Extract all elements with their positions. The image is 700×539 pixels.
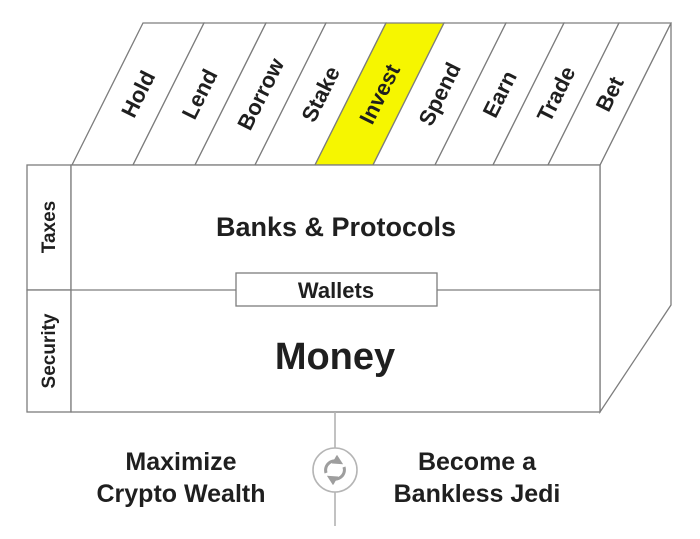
security-cell <box>26 289 72 413</box>
security-label: Security <box>39 313 60 388</box>
sync-icon <box>324 454 346 486</box>
taxes-label: Taxes <box>39 201 60 253</box>
sync-icon-circle <box>312 447 358 493</box>
banks-protocols-label: Banks & Protocols <box>216 212 456 242</box>
sync-icon-bottom-arrow <box>326 466 346 486</box>
taxes-cell <box>26 164 72 291</box>
sync-icon-top-arrow <box>324 454 344 474</box>
wallets-box <box>235 272 438 307</box>
footer-left-line2: Crypto Wealth <box>97 480 266 508</box>
footer-left-line1: Maximize <box>125 448 236 476</box>
money-label: Money <box>275 336 395 378</box>
footer-right-line2: Bankless Jedi <box>394 480 561 508</box>
wallets-label: Wallets <box>298 278 374 303</box>
footer-right-line1: Become a <box>418 448 537 476</box>
